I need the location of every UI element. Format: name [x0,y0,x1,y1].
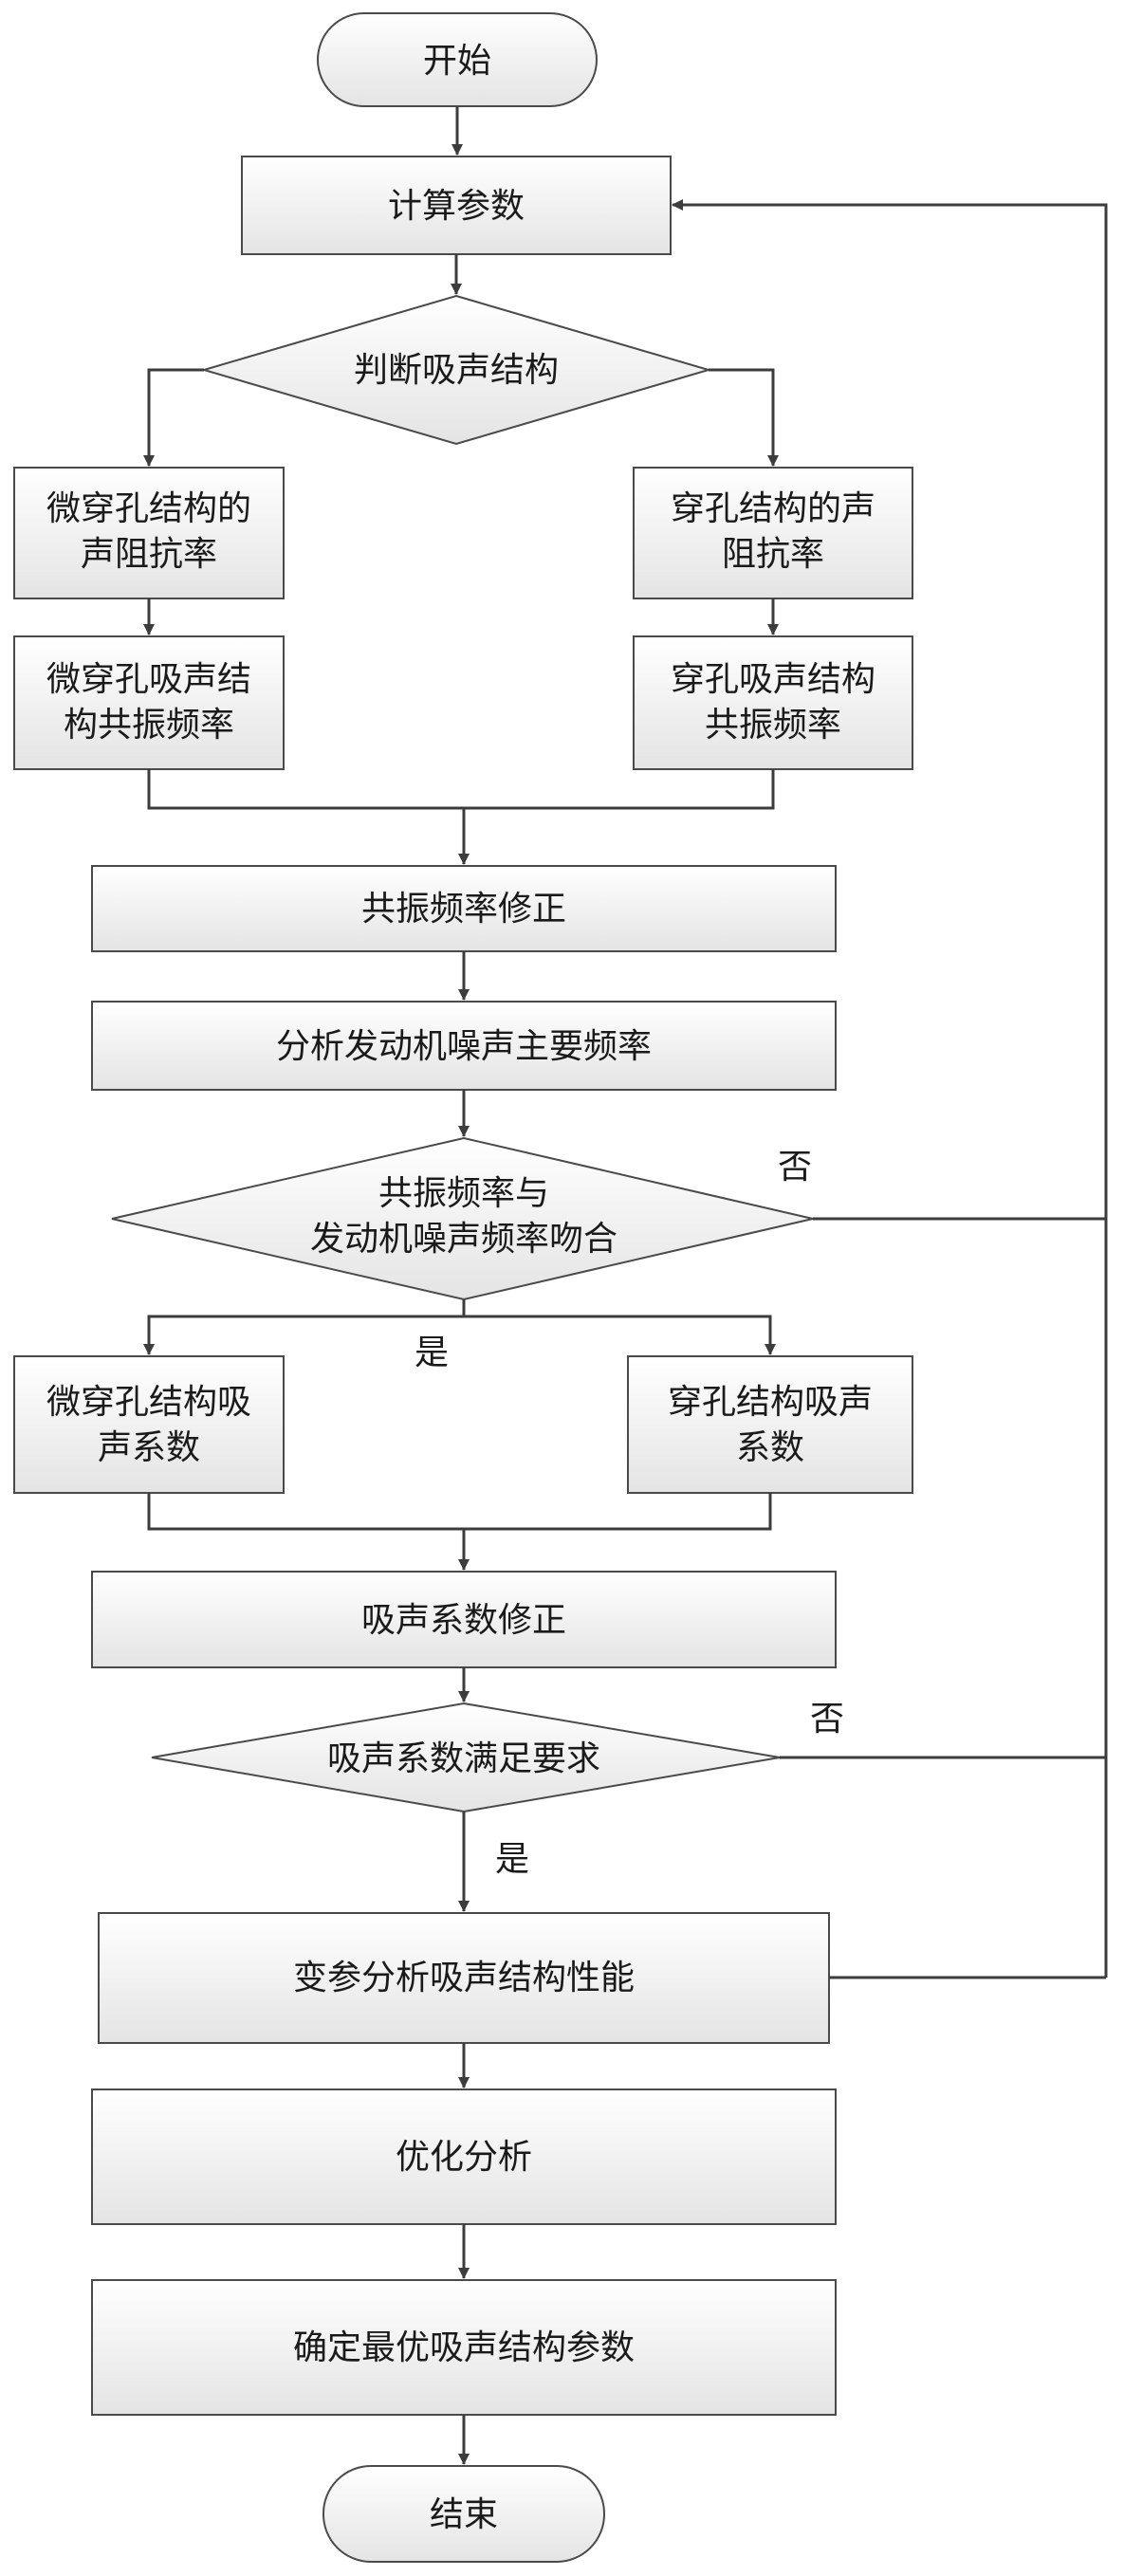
node-variable-analysis: 变参分析吸声结构性能 [98,1912,830,2044]
micro-resonance-line-1: 微穿孔吸声结 [46,660,251,699]
perf-impedance-box [633,467,913,599]
variable-analysis-label: 变参分析吸声结构性能 [293,1959,635,1997]
micro-resonance-line-2: 构共振频率 [64,706,234,745]
edge-feedback-to-calc [672,199,1108,1978]
perf-absorption-line-1: 穿孔结构吸声 [668,1383,873,1422]
edge-perf-absorption-merge [464,1493,772,1531]
node-optimization: 优化分析 [91,2088,837,2225]
micro-absorption-box [13,1355,285,1494]
engine-noise-label: 分析发动机噪声主要频率 [276,1027,652,1066]
edge-micro-resonance-merge [147,769,464,810]
edge-label-match-yes: 是 [415,1334,449,1372]
freq-match-line-2: 发动机噪声频率吻合 [310,1220,617,1259]
edge-label-ok-no: 否 [810,1700,844,1739]
node-start: 开始 [317,12,598,107]
calc-params-label: 计算参数 [388,187,525,226]
freq-match-line-1: 共振频率与 [378,1174,549,1213]
perf-impedance-line-2: 阻抗率 [722,535,824,574]
edge-freq-match-yes-left [143,1299,466,1355]
edge-freq-match-yes-right [464,1315,776,1355]
edge-label-match-no: 否 [778,1148,812,1187]
optimal-params-label: 确定最优吸声结构参数 [293,2328,635,2367]
node-absorption-ok: 吸声系数满足要求 [151,1702,781,1813]
node-freq-match: 共振频率与 发动机噪声频率吻合 [111,1136,814,1301]
variable-analysis-box [98,1912,830,2044]
perf-resonance-line-1: 穿孔吸声结构 [671,660,875,699]
edge-micro-absorption-merge [147,1493,464,1531]
judge-structure-diamond [200,294,712,446]
perf-absorption-line-2: 系数 [736,1428,804,1467]
micro-absorption-line-1: 微穿孔结构吸 [46,1383,251,1422]
connectors [143,106,1108,2465]
node-judge-structure: 判断吸声结构 [200,294,712,446]
micro-resonance-box [13,635,285,770]
freq-correction-label: 共振频率修正 [361,890,566,929]
node-freq-correction: 共振频率修正 [91,865,837,952]
perf-absorption-box [627,1355,913,1494]
edge-judge-to-perf-impedance [709,368,779,467]
edge-perf-resonance-merge [464,769,775,810]
node-end: 结束 [322,2465,605,2563]
node-optimal-params: 确定最优吸声结构参数 [91,2279,837,2416]
perf-resonance-line-2: 共振频率 [705,706,841,745]
end-label: 结束 [430,2495,498,2534]
node-micro-impedance: 微穿孔结构的 声阻抗率 [13,467,285,599]
freq-correction-box [91,865,837,952]
edge-judge-to-micro-impedance [143,368,204,467]
micro-impedance-box [13,467,285,599]
freq-match-diamond [111,1136,814,1301]
absorption-ok-label: 吸声系数满足要求 [327,1739,600,1778]
end-terminal-shape [322,2465,605,2563]
node-absorption-correction: 吸声系数修正 [91,1571,837,1668]
optimization-box [91,2088,837,2225]
absorption-correction-label: 吸声系数修正 [361,1601,566,1640]
edge-label-ok-yes: 是 [495,1840,529,1879]
perf-impedance-line-1: 穿孔结构的声 [671,489,875,528]
engine-noise-box [91,1001,837,1091]
node-micro-resonance: 微穿孔吸声结 构共振频率 [13,635,285,770]
start-label: 开始 [423,42,491,81]
micro-absorption-line-2: 声系数 [98,1428,200,1467]
optimization-label: 优化分析 [396,2138,532,2177]
micro-impedance-line-1: 微穿孔结构的 [46,489,251,528]
perf-resonance-box [633,635,913,770]
node-perf-absorption: 穿孔结构吸声 系数 [627,1355,913,1494]
node-engine-noise: 分析发动机噪声主要频率 [91,1001,837,1091]
calc-params-box [241,156,672,255]
node-perf-resonance: 穿孔吸声结构 共振频率 [633,635,913,770]
judge-structure-label: 判断吸声结构 [354,351,559,390]
micro-impedance-line-2: 声阻抗率 [81,535,217,574]
node-micro-absorption: 微穿孔结构吸 声系数 [13,1355,285,1494]
node-calc-params: 计算参数 [241,156,672,255]
node-perf-impedance: 穿孔结构的声 阻抗率 [633,467,913,599]
